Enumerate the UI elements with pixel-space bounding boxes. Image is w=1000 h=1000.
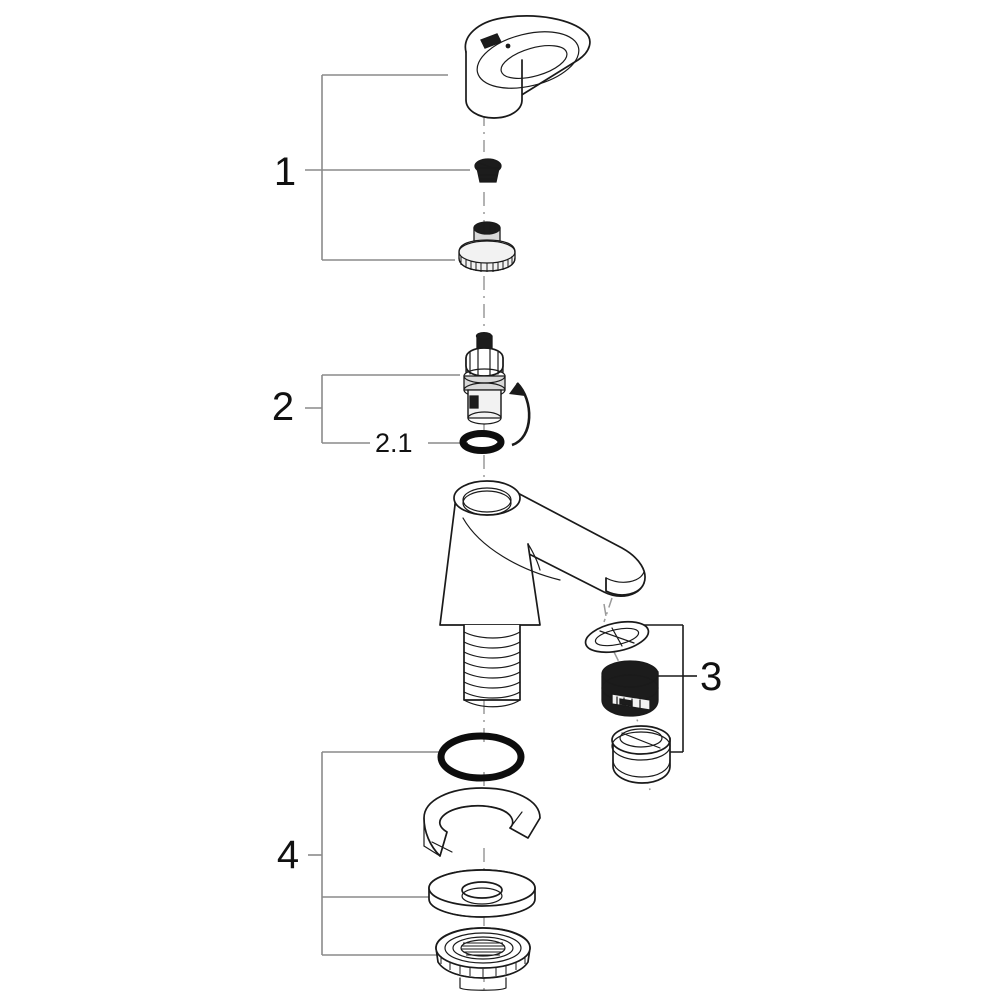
part-aerator-insert <box>601 660 659 717</box>
part-horseshoe-washer <box>423 787 541 857</box>
part-handle-cap <box>464 15 591 119</box>
callout-1-leaders <box>305 74 470 261</box>
part-splined-stem-collar <box>458 221 516 272</box>
part-cartridge <box>463 331 506 425</box>
part-aerator-housing <box>611 725 671 784</box>
callout-label-4: 4 <box>277 833 299 877</box>
part-flat-washer <box>428 869 536 918</box>
part-set-screw <box>474 158 502 183</box>
callout-label-2-1: 2.1 <box>375 428 413 458</box>
callout-label-1: 1 <box>274 150 296 194</box>
part-mount-oring <box>437 732 525 782</box>
part-aerator-gasket <box>584 620 650 654</box>
callout-4-leaders <box>308 751 440 956</box>
part-faucet-body <box>439 480 646 708</box>
part-knurled-mounting-nut <box>435 927 531 991</box>
callout-label-2: 2 <box>272 385 294 429</box>
assembly-arrow <box>509 382 531 447</box>
part-cartridge-oring <box>459 430 505 454</box>
callout-label-3: 3 <box>700 655 722 699</box>
